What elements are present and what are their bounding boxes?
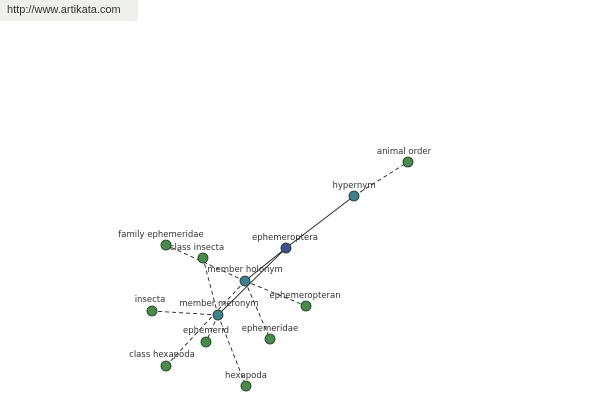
node-ephemerid[interactable]: [200, 336, 212, 348]
node-hypernym[interactable]: [348, 190, 360, 202]
node-label-member-meronym: member meronym: [179, 299, 258, 309]
edge-member-meronym-class-insecta: [202, 257, 219, 316]
edge-member-holonym-ephemeropteran: [244, 280, 307, 307]
url-banner[interactable]: http://www.artikata.com: [0, 0, 138, 21]
edge-member-meronym-hexapoda: [217, 314, 247, 387]
node-label-hexapoda: hexapoda: [225, 371, 267, 381]
node-label-animal-order: animal order: [377, 147, 432, 157]
edge-ephemeroptera-hypernym: [285, 195, 355, 249]
node-label-ephemeridae: ephemeridae: [242, 324, 298, 334]
labels-layer: animal order hypernym ephemeroptera family …: [118, 147, 431, 381]
edge-member-holonym-ephemeridae: [244, 280, 271, 340]
node-ephemeridae[interactable]: [264, 333, 276, 345]
node-member-meronym[interactable]: [212, 309, 224, 321]
node-ephemeroptera[interactable]: [280, 242, 292, 254]
node-family-ephemeridae[interactable]: [160, 239, 172, 251]
node-label-ephemeropteran: ephemeropteran: [269, 291, 340, 301]
node-member-holonym[interactable]: [239, 275, 251, 287]
node-label-insecta: insecta: [135, 295, 166, 305]
edge-member-holonym-family-ephemeridae: [165, 244, 246, 282]
edge-member-holonym-class-hexapoda: [165, 280, 246, 367]
node-insecta[interactable]: [146, 305, 158, 317]
node-ephemeropteran[interactable]: [300, 300, 312, 312]
node-label-class-hexapoda: class hexapoda: [129, 350, 195, 360]
edge-ephemeroptera-member-meronym: [217, 247, 287, 316]
url-banner-text: http://www.artikata.com: [7, 4, 121, 16]
nodes-layer: [146, 156, 414, 392]
node-label-member-holonym: member holonym: [207, 265, 282, 275]
edge-member-meronym-insecta: [151, 310, 219, 316]
node-label-hypernym: hypernym: [332, 181, 375, 191]
node-animal-order[interactable]: [402, 156, 414, 168]
node-label-ephemerid: ephemerid: [183, 326, 229, 336]
node-class-insecta[interactable]: [197, 252, 209, 264]
edge-hypernym-animal-order: [353, 161, 409, 197]
node-label-family-ephemeridae: family ephemeridae: [118, 230, 203, 240]
edge-ephemeroptera-member-holonym: [244, 247, 287, 282]
node-hexapoda[interactable]: [240, 380, 252, 392]
node-label-ephemeroptera: ephemeroptera: [252, 233, 318, 243]
node-class-hexapoda[interactable]: [160, 360, 172, 372]
node-label-class-insecta: class insecta: [170, 243, 224, 253]
